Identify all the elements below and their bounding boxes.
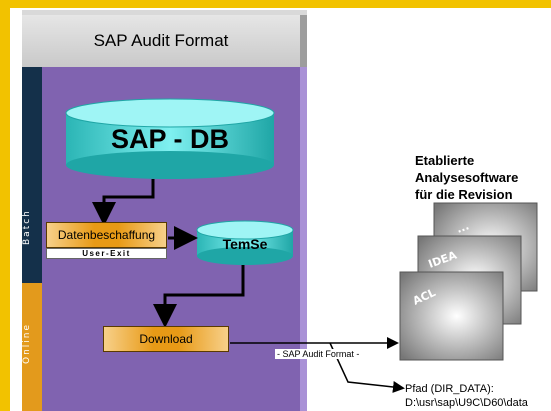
page-title: SAP Audit Format (22, 15, 300, 67)
path-line1: Pfad (DIR_DATA): (405, 383, 494, 395)
online-bar: Online (22, 283, 42, 411)
database-label: SAP - DB (110, 124, 230, 154)
card-label-dots: ... (455, 219, 471, 236)
download-box: Download (103, 326, 229, 352)
temse-cylinder (196, 220, 294, 265)
connector-label: - SAP Audit Format - (275, 349, 362, 359)
temse-label: TemSe (222, 236, 268, 252)
software-heading-line3: für die Revision (415, 187, 513, 202)
sap-db-cylinder (65, 98, 275, 179)
datenbeschaffung-box: Datenbeschaffung (46, 222, 167, 248)
software-heading-line1: Etablierte (415, 153, 475, 168)
flow-arrows (92, 179, 245, 328)
path-info: Pfad (DIR_DATA): D:\usr\sap\U9C\D60\data (405, 382, 528, 410)
process-panel-side (300, 67, 307, 411)
software-cards: ... IDEA ACL (399, 202, 538, 361)
user-exit-label: User-Exit (46, 248, 167, 259)
header-top-face (22, 10, 307, 16)
software-heading: Etablierte Analysesoftware für die Revis… (415, 152, 545, 203)
batch-bar: Batch (22, 67, 42, 283)
path-line2: D:\usr\sap\U9C\D60\data (405, 397, 528, 409)
header-side-face (300, 15, 307, 67)
software-heading-line2: Analysesoftware (415, 170, 519, 185)
